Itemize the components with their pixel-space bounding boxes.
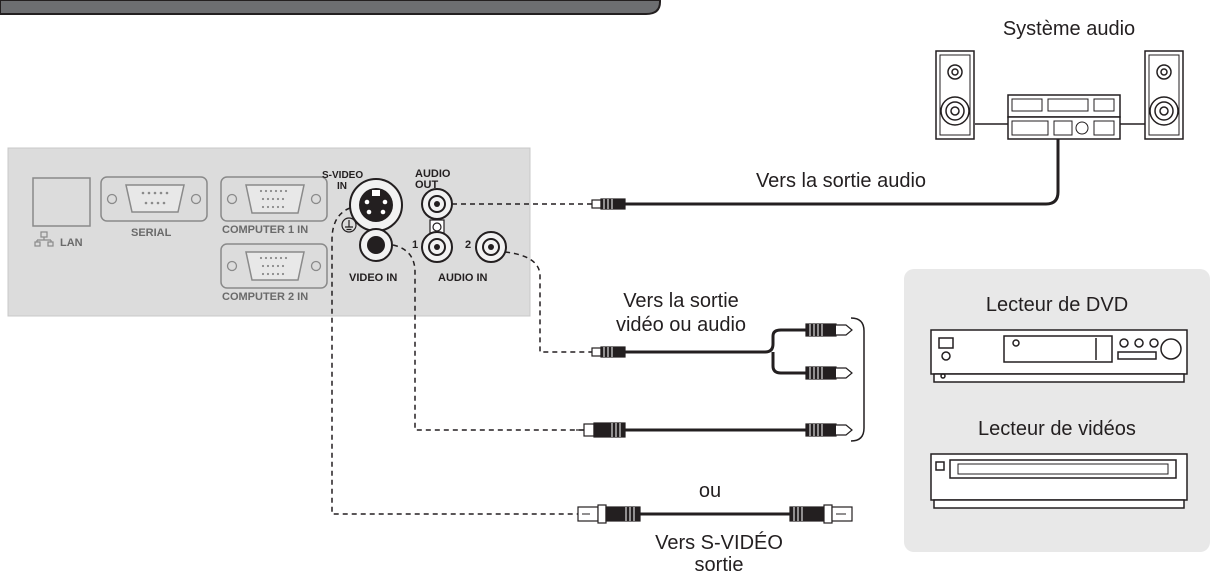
mini-plug-audio-out	[591, 198, 626, 210]
device-bracket	[850, 317, 865, 442]
audio-out-cable-label: Vers la sortie audio	[756, 170, 926, 192]
video-player-label: Lecteur de vidéos	[978, 418, 1136, 440]
svideo-plug-left	[577, 504, 641, 524]
rca-plug-video-left	[576, 422, 626, 438]
mini-plug-audio-in	[591, 346, 626, 358]
audio-in-2-jack	[475, 231, 507, 263]
audio-in-2-label: 2	[465, 239, 471, 251]
lan-port	[32, 177, 91, 227]
av-out-label-1: Vers la sortie	[623, 290, 739, 312]
serial-port	[100, 176, 208, 222]
rca-plug-bottom	[805, 423, 853, 437]
svideo-label-2: IN	[337, 181, 347, 192]
ground-icon	[341, 217, 357, 233]
svideo-jack	[349, 178, 403, 232]
audio-system-cable	[625, 138, 1060, 206]
audio-out-label-2: OUT	[415, 179, 439, 191]
audio-in-1-label: 1	[412, 239, 418, 251]
video-player-icon	[930, 453, 1188, 509]
svideo-in-cable	[331, 207, 578, 515]
dvd-player-label: Lecteur de DVD	[986, 294, 1128, 316]
video-in-cable	[392, 244, 592, 431]
lan-label: LAN	[60, 237, 83, 249]
svideo-label-1: S-VIDEO	[322, 170, 363, 181]
audio-in-label: AUDIO IN	[438, 272, 488, 284]
computer1-port	[220, 176, 328, 222]
or-label: ou	[699, 480, 721, 502]
network-icon	[34, 231, 54, 247]
projector-rear-panel: LAN SERIAL COMPUTER 1 IN	[7, 147, 531, 317]
video-in-label: VIDEO IN	[349, 272, 397, 284]
rca-plug-top	[805, 323, 853, 337]
audio-out-label-1: AUDIO	[415, 168, 451, 180]
svideo-out-label-2: sortie	[695, 554, 744, 575]
video-in-jack	[359, 228, 393, 262]
rca-plug-middle	[805, 366, 853, 380]
plugs	[576, 198, 853, 524]
av-out-label-2: vidéo ou audio	[616, 314, 746, 336]
dvd-player-icon	[930, 329, 1188, 383]
av-rca-cable	[625, 328, 806, 375]
computer2-port	[220, 243, 328, 289]
computer2-label: COMPUTER 2 IN	[222, 291, 308, 303]
cables	[331, 138, 1060, 516]
svideo-plug-right	[789, 504, 853, 524]
audio-in-1-jack	[421, 231, 453, 263]
header-bar	[0, 0, 661, 15]
audio-out-jack	[421, 188, 453, 220]
svideo-out-label-1: Vers S-VIDÉO	[655, 531, 783, 554]
audio-system-label: Système audio	[1003, 18, 1135, 40]
audio-system-icon	[935, 50, 1184, 140]
computer1-label: COMPUTER 1 IN	[222, 224, 308, 236]
audio-in-cable	[504, 251, 592, 353]
serial-label: SERIAL	[131, 227, 172, 239]
